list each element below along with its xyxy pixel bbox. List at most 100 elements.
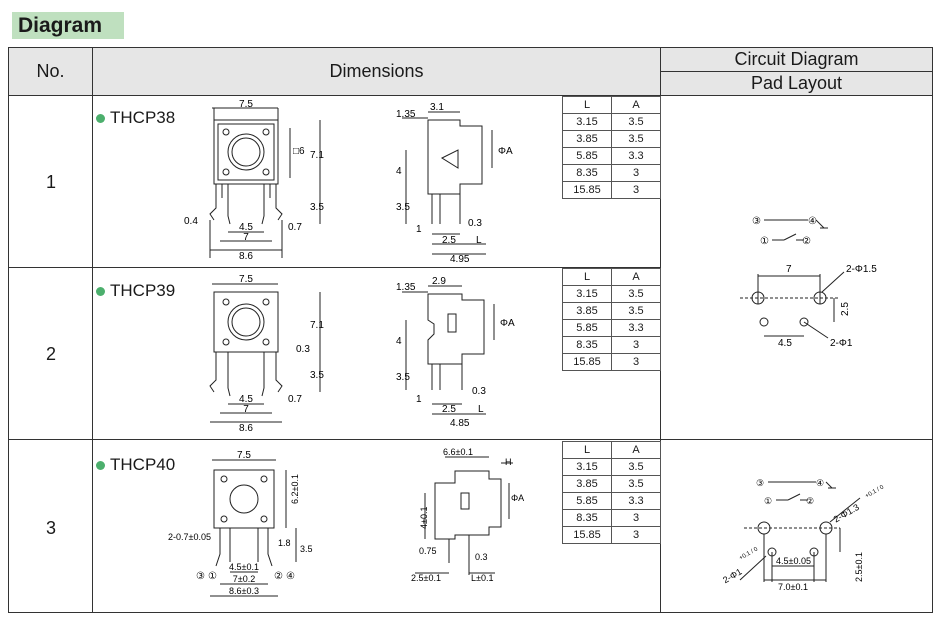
table-cell: 3.5 [611, 285, 661, 303]
dim-label: 0.7 [288, 222, 302, 233]
dim-label: 8.6±0.3 [229, 586, 259, 596]
dim-label: 7.5 [239, 99, 253, 110]
row-number: 3 [45, 518, 56, 538]
bullet-icon [96, 460, 105, 470]
pin-number: ④ [808, 216, 817, 227]
bullet-icon [96, 113, 105, 123]
front-view-thcp39: 7.5 7.1 0.3 3.5 0.7 4.5 7 8.6 [209, 274, 324, 434]
dim-label: 2-Φ1.3 [832, 502, 861, 525]
dim-label: 1.8 [278, 538, 291, 548]
row-number: 1 [45, 172, 56, 192]
dim-label: H [505, 457, 512, 467]
grid-line [660, 48, 661, 612]
dim-label: 0.3 [472, 386, 486, 397]
dim-label: L [478, 404, 484, 415]
section-title: Diagram [12, 12, 124, 39]
dim-label: 0.75 [419, 546, 437, 556]
pin-number: ③ [752, 216, 761, 227]
side-view-thcp40: 6.6±0.1 H 4±0.1 0.75 0.3 2.5±0.1 L±0.1 Φ… [411, 447, 524, 583]
dim-label: 3.5 [396, 372, 410, 383]
dim-label: 4 [396, 336, 402, 347]
bullet-icon [96, 286, 105, 296]
table-cell: 3.5 [611, 302, 661, 320]
dim-label: 0.7 [288, 394, 302, 405]
table-cell: 3.5 [611, 475, 661, 493]
circuit-pad-layout-3: ③ ④ ① ② 2-Φ1.3 +0.1 / 0 2-Φ1 +0.1 / 0 4.… [721, 478, 886, 592]
table-cell: 3 [611, 526, 661, 544]
header-dimensions: Dimensions [93, 48, 660, 95]
pin-number: ④ [816, 478, 824, 488]
grid-line [9, 95, 932, 96]
side-view-thcp38: 1.35 3.1 4 3.5 1 0.3 2.5 L 4.95 ΦA [396, 102, 513, 265]
table-cell: 3.85 [562, 475, 612, 493]
table-cell: 3.5 [611, 130, 661, 148]
table-cell: 3.3 [611, 492, 661, 510]
dim-label: 6.2±0.1 [290, 474, 300, 504]
dim-label: 7.0±0.1 [778, 582, 808, 592]
dim-label: 1 [416, 394, 422, 405]
dim-label: 2.5 [442, 404, 456, 415]
dim-label: 7 [243, 404, 249, 415]
dim-label: ΦA [500, 318, 515, 329]
table-header-a: A [611, 268, 661, 286]
header-circuit-diagram: Circuit Diagram [661, 48, 932, 71]
pin-number: ④ [286, 571, 295, 582]
table-cell: 3 [611, 353, 661, 371]
table-header-l: L [562, 96, 612, 114]
table-cell: 5.85 [562, 147, 612, 165]
dim-label: 8.6 [239, 423, 253, 434]
header-no: No. [9, 48, 92, 95]
dim-label: 4.5±0.05 [776, 556, 811, 566]
dim-label: 4 [396, 166, 402, 177]
dim-label: 1 [416, 224, 422, 235]
front-view-thcp38: 7.5 □6 7.1 3.5 0.4 0.7 4.5 7 8.6 [184, 99, 324, 262]
pin-number: ① [764, 496, 772, 506]
table-cell: 15.85 [562, 353, 612, 371]
table-cell: 5.85 [562, 319, 612, 337]
table-cell: 3 [611, 164, 661, 182]
dim-label: +0.1 / 0 [865, 484, 886, 500]
circuit-pad-layout-1-2: ③ ④ ① ② 7 2-Φ1.5 2.5 4.5 2-Φ1 [740, 216, 877, 349]
dim-label: 3.5 [310, 202, 324, 213]
pin-number: ③ [196, 571, 205, 582]
table-header-l: L [562, 268, 612, 286]
table-cell: 3.5 [611, 113, 661, 131]
dim-label: 7.5 [237, 450, 251, 461]
dim-label: □6 [293, 146, 305, 157]
pin-number: ① [760, 236, 769, 247]
dim-label: 2-Φ1.5 [846, 264, 877, 275]
grid-line [9, 439, 932, 440]
dim-label: 4.95 [450, 254, 470, 265]
table-cell: 3.15 [562, 113, 612, 131]
dim-label: L±0.1 [471, 573, 493, 583]
dim-label: 8.6 [239, 251, 253, 262]
model-name-thcp39: THCP39 [96, 281, 175, 301]
table-header-l: L [562, 441, 612, 459]
dim-label: 4.5 [239, 222, 253, 233]
dim-label: 1.35 [396, 109, 416, 120]
dim-label: ΦA [511, 493, 524, 503]
dim-label: L [476, 235, 482, 246]
dim-label: 2.5 [442, 235, 456, 246]
dim-label: 3.1 [430, 102, 444, 113]
table-cell: 3.3 [611, 147, 661, 165]
dim-label: ΦA [498, 146, 513, 157]
table-cell: 3 [611, 336, 661, 354]
table-cell: 8.35 [562, 336, 612, 354]
dim-label: 7.1 [310, 150, 324, 161]
table-header-a: A [611, 96, 661, 114]
header-pad-layout: Pad Layout [661, 72, 932, 95]
dim-label: 2.5±0.1 [854, 552, 864, 582]
table-cell: 3.15 [562, 458, 612, 476]
pin-number: ③ [756, 478, 764, 488]
dim-label: 3.5 [396, 202, 410, 213]
table-cell: 3.15 [562, 285, 612, 303]
table-cell: 3.5 [611, 458, 661, 476]
dim-label: 7.1 [310, 320, 324, 331]
dim-label: 0.3 [475, 552, 488, 562]
table-cell: 15.85 [562, 526, 612, 544]
dim-label: 0.3 [296, 344, 310, 355]
table-cell: 8.35 [562, 164, 612, 182]
